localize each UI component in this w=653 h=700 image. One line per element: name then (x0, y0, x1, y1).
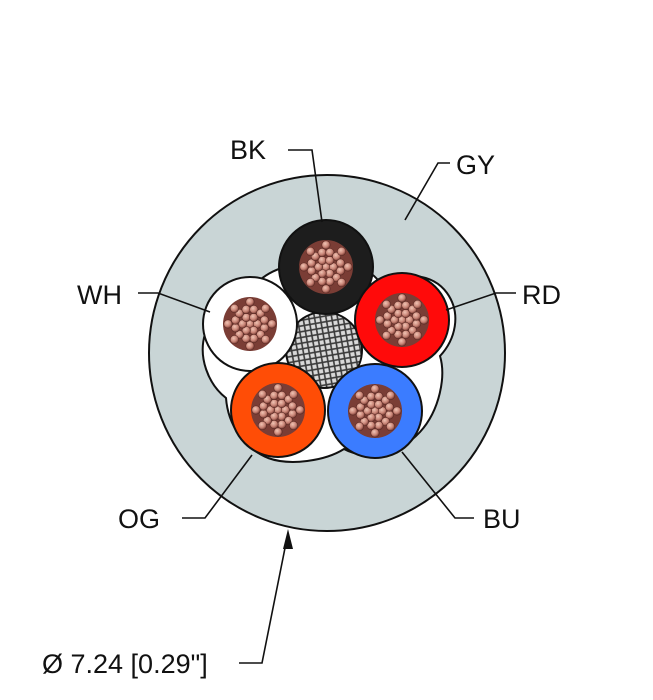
copper-strand (335, 258, 345, 268)
copper-strand (245, 341, 255, 351)
copper-strand (401, 301, 411, 311)
copper-strand (419, 315, 429, 325)
copper-strand (231, 323, 241, 333)
copper-strand (381, 331, 391, 341)
copper-strand (411, 311, 421, 321)
copper-strand (356, 402, 366, 412)
leader-diameter (239, 537, 288, 664)
leader-rd (445, 292, 516, 311)
copper-strand (381, 299, 391, 309)
label-gy: GY (456, 150, 495, 180)
copper-strand (305, 246, 315, 256)
copper-strand (277, 419, 287, 429)
leader-bu (401, 451, 474, 519)
copper-strand (337, 278, 347, 288)
copper-strand (245, 297, 255, 307)
copper-strand (249, 333, 259, 343)
conductor-bk (278, 219, 374, 315)
copper-strand (384, 402, 394, 412)
copper-strand (289, 389, 299, 399)
leader-wh (138, 292, 211, 313)
copper-strand (375, 315, 385, 325)
diameter-arrowhead (283, 529, 293, 549)
copper-strand (229, 335, 239, 345)
copper-strand (261, 335, 271, 345)
copper-strand (356, 410, 366, 420)
copper-strand (401, 329, 411, 339)
copper-strand (337, 246, 347, 256)
label-wh: WH (77, 280, 122, 310)
copper-strand (393, 301, 403, 311)
label-bk: BK (230, 135, 266, 165)
copper-strand (370, 428, 380, 438)
copper-strand (354, 390, 364, 400)
copper-strand (269, 419, 279, 429)
copper-strand (317, 276, 327, 286)
copper-strand (321, 240, 331, 250)
copper-strand (370, 384, 380, 394)
copper-strand (273, 383, 283, 393)
leader-og (182, 454, 253, 519)
label-bu: BU (483, 504, 521, 534)
copper-strand (257, 389, 267, 399)
label-rd: RD (522, 280, 561, 310)
copper-strand (317, 248, 327, 258)
copper-strand (259, 409, 269, 419)
copper-strand (241, 333, 251, 343)
copper-strand (366, 392, 376, 402)
copper-strand (259, 401, 269, 411)
copper-strand (383, 311, 393, 321)
copper-strand (343, 262, 353, 272)
copper-strand (366, 420, 376, 430)
copper-strand (251, 405, 261, 415)
copper-strand (348, 406, 358, 416)
copper-strand (383, 319, 393, 329)
copper-strand (413, 299, 423, 309)
copper-strand (223, 319, 233, 329)
copper-strand (354, 422, 364, 432)
leader-bk (288, 149, 323, 223)
copper-strand (374, 392, 384, 402)
copper-strand (295, 405, 305, 415)
copper-strand (325, 248, 335, 258)
copper-strand (393, 329, 403, 339)
copper-strand (231, 315, 241, 325)
conductor-rd (354, 272, 450, 368)
copper-strand (299, 262, 309, 272)
copper-strand (259, 315, 269, 325)
copper-strand (386, 422, 396, 432)
leader-gy (404, 162, 450, 221)
copper-strand (241, 305, 251, 315)
copper-strand (374, 420, 384, 430)
copper-strand (269, 391, 279, 401)
copper-strand (305, 278, 315, 288)
conductor-wh (202, 276, 298, 372)
copper-strand (397, 293, 407, 303)
label-og: OG (118, 504, 160, 534)
copper-strand (287, 401, 297, 411)
copper-strand (289, 421, 299, 431)
conductor-bu (327, 363, 423, 459)
copper-strand (392, 406, 402, 416)
copper-strand (413, 331, 423, 341)
conductor-og (230, 362, 326, 458)
copper-strand (325, 276, 335, 286)
copper-strand (307, 266, 317, 276)
copper-strand (257, 421, 267, 431)
copper-strand (261, 303, 271, 313)
label-diameter: Ø 7.24 [0.29"] (42, 649, 208, 679)
copper-strand (277, 391, 287, 401)
copper-strand (229, 303, 239, 313)
copper-strand (307, 258, 317, 268)
copper-strand (267, 319, 277, 329)
copper-strand (249, 305, 259, 315)
copper-strand (321, 284, 331, 294)
copper-strand (397, 337, 407, 347)
copper-strand (273, 427, 283, 437)
copper-strand (386, 390, 396, 400)
